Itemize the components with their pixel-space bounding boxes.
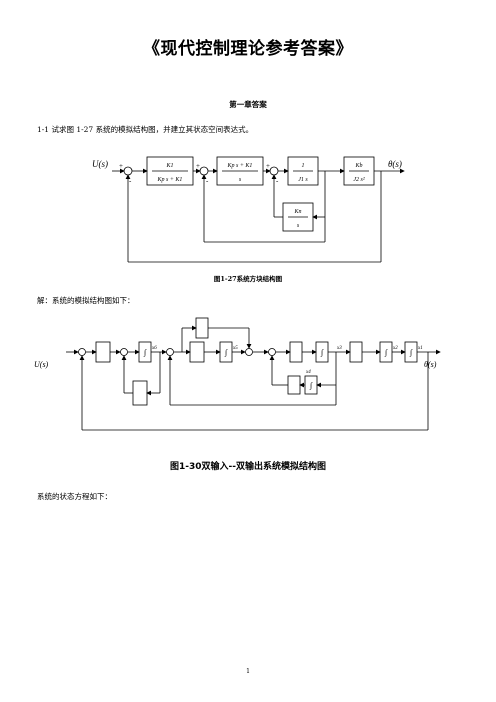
- integrator-symbol: ∫: [320, 348, 324, 357]
- fig2-input-label: U(s): [34, 360, 49, 369]
- label-x5: x5: [232, 346, 238, 351]
- figure-2-caption: 图1-30双输入--双输出系统模拟结构图: [170, 462, 326, 472]
- fig2-output-label: θ(s): [424, 360, 437, 369]
- figure-1-caption: 图1-27系统方块结构图: [213, 275, 283, 283]
- label-x1: x1: [417, 346, 423, 351]
- chapter-heading: 第一章答案: [229, 100, 267, 109]
- block1-num: K1: [165, 163, 173, 169]
- feedback-block-num: Kn: [293, 209, 301, 215]
- block4-num: Kb: [354, 163, 362, 169]
- sum2-minus: -: [206, 177, 209, 185]
- integrator-symbol: ∫: [143, 348, 147, 357]
- fig1-output-label: θ(s): [388, 159, 402, 169]
- block4-den: J2 s²: [353, 177, 364, 183]
- state-equation-intro: 系统的状态方程如下：: [37, 492, 112, 501]
- block1-den: Kp s + K1: [157, 177, 183, 183]
- feedback-block-den: s: [297, 223, 300, 229]
- label-x4: x4: [305, 370, 311, 375]
- sum1-plus: +: [119, 162, 123, 170]
- sum3-plus: +: [266, 162, 270, 170]
- block2-num: Kp s + K1: [227, 163, 253, 169]
- fig1-input-label: U(s): [92, 159, 108, 169]
- label-x3: x3: [336, 346, 342, 351]
- page-number: 1: [246, 668, 250, 675]
- block3-den: J1 s: [298, 177, 308, 183]
- document-title: 《现代控制理论参考答案》: [143, 39, 353, 59]
- label-x2: x2: [392, 346, 398, 351]
- problem-statement: 1-1 试求图 1-27 系统的模拟结构图，并建立其状态空间表达式。: [37, 125, 254, 134]
- integrator-symbol: ∫: [224, 348, 228, 357]
- block3-num: 1: [302, 163, 305, 169]
- integrator-symbol: ∫: [384, 348, 388, 357]
- block2-den: s: [239, 177, 242, 183]
- sum2-plus: +: [196, 162, 200, 170]
- sum3-minus: -: [276, 177, 279, 185]
- integrator-symbol: ∫: [409, 348, 413, 357]
- sum1-minus: -: [129, 177, 132, 185]
- solution-intro: 解：系统的模拟结构图如下：: [37, 296, 135, 305]
- label-x6: x6: [151, 346, 157, 351]
- integrator-symbol: ∫: [309, 381, 313, 390]
